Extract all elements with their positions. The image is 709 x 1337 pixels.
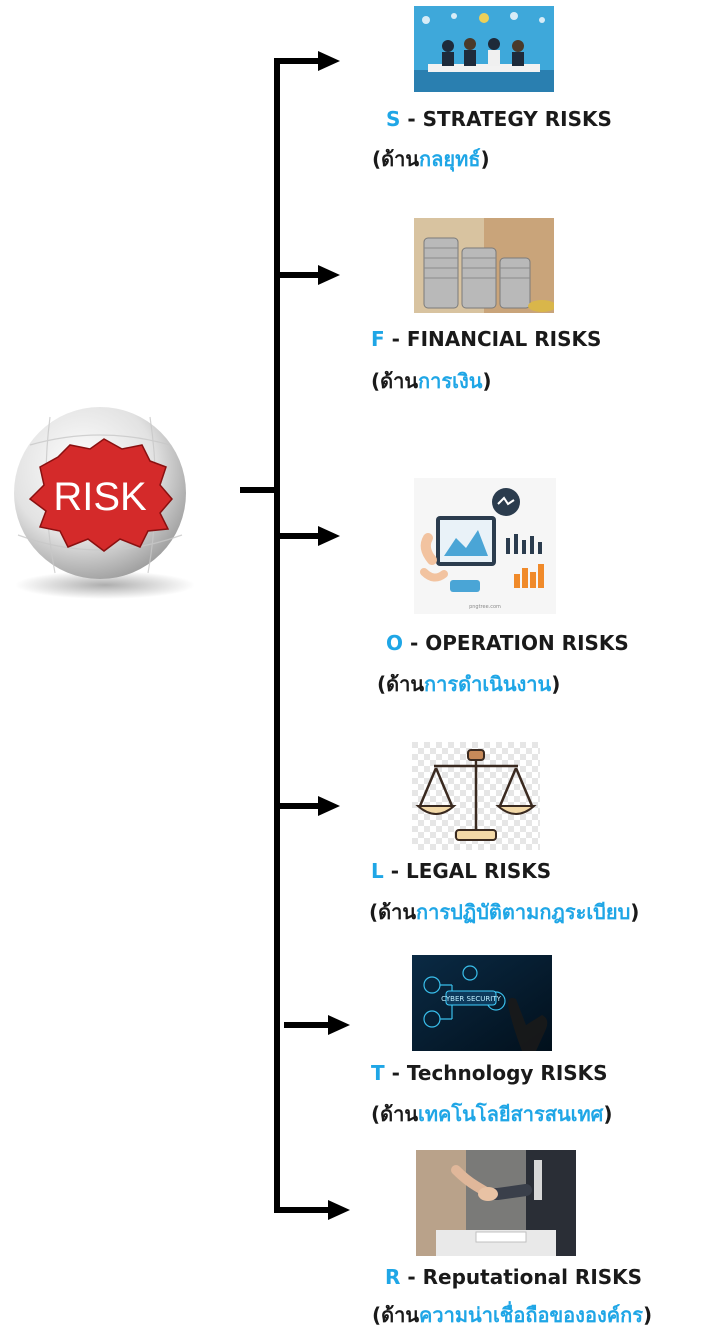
branch-arrow-r — [274, 1200, 350, 1220]
letter-s: S — [386, 107, 401, 131]
branch-arrow-f — [274, 265, 340, 285]
strategy-title: - STRATEGY RISKS — [407, 107, 612, 131]
financial-th-prefix: (ด้าน — [371, 369, 419, 393]
branch-arrow-s — [274, 51, 340, 71]
legal-th-word: การปฏิบัติตามกฎระเบียบ — [416, 900, 631, 924]
technology-th-word: เทคโนโลยีสารสนเทศ — [418, 1102, 604, 1126]
letter-l: L — [371, 859, 384, 883]
technology-title: - Technology RISKS — [391, 1061, 608, 1085]
caption-reputation-th: (ด้านความน่าเชื่อถือขององค์กร) — [372, 1302, 652, 1328]
letter-f: F — [371, 327, 385, 351]
financial-title: - FINANCIAL RISKS — [391, 327, 602, 351]
caption-legal-en: L - LEGAL RISKS — [371, 858, 551, 884]
operation-title: - OPERATION RISKS — [409, 631, 629, 655]
operation-watermark: pngtree.com — [469, 604, 501, 610]
letter-r: R — [385, 1265, 401, 1289]
caption-legal-th: (ด้านการปฏิบัติตามกฎระเบียบ) — [369, 899, 639, 925]
caption-operation-th: (ด้านการดำเนินงาน) — [377, 671, 560, 697]
reputation-image — [416, 1150, 576, 1256]
technology-th-suffix: ) — [603, 1102, 613, 1126]
strategy-th-suffix: ) — [480, 147, 490, 171]
caption-technology-en: T - Technology RISKS — [371, 1060, 608, 1086]
caption-operation-en: O - OPERATION RISKS — [386, 630, 629, 656]
operation-image: pngtree.com — [414, 478, 556, 614]
letter-t: T — [371, 1061, 385, 1085]
caption-financial-en: F - FINANCIAL RISKS — [371, 326, 601, 352]
legal-th-suffix: ) — [630, 900, 640, 924]
tech-screen-text: CYBER SECURITY — [441, 995, 501, 1003]
caption-strategy-en: S - STRATEGY RISKS — [386, 106, 612, 132]
legal-title: - LEGAL RISKS — [390, 859, 552, 883]
financial-th-suffix: ) — [482, 369, 492, 393]
risk-label: RISK — [53, 475, 147, 519]
reputation-th-suffix: ) — [642, 1303, 653, 1327]
financial-th-word: การเงิน — [418, 369, 483, 393]
legal-th-prefix: (ด้าน — [369, 900, 417, 924]
caption-strategy-th: (ด้านกลยุทธ์) — [372, 146, 490, 172]
operation-th-word: การดำเนินงาน — [424, 672, 552, 696]
strategy-th-word: กลยุทธ์ — [419, 147, 481, 171]
branch-arrow-l — [274, 796, 340, 816]
technology-th-prefix: (ด้าน — [371, 1102, 419, 1126]
branch-arrow-o — [274, 526, 340, 546]
operation-th-prefix: (ด้าน — [377, 672, 425, 696]
operation-th-suffix: ) — [551, 672, 561, 696]
branch-arrow-t — [284, 1015, 350, 1035]
risk-ball-image: RISK — [14, 407, 195, 599]
reputation-th-word: ความน่าเชื่อถือขององค์กร — [419, 1303, 643, 1327]
legal-image — [412, 742, 540, 850]
letter-o: O — [386, 631, 404, 655]
caption-technology-th: (ด้านเทคโนโลยีสารสนเทศ) — [371, 1101, 612, 1127]
financial-image — [414, 218, 554, 313]
caption-financial-th: (ด้านการเงิน) — [371, 368, 492, 394]
reputation-th-prefix: (ด้าน — [372, 1303, 420, 1327]
technology-image: CYBER SECURITY — [412, 955, 552, 1051]
strategy-image — [414, 6, 554, 92]
strategy-th-prefix: (ด้าน — [372, 147, 420, 171]
caption-reputation-en: R - Reputational RISKS — [385, 1264, 642, 1290]
reputation-title: - Reputational RISKS — [407, 1265, 643, 1289]
